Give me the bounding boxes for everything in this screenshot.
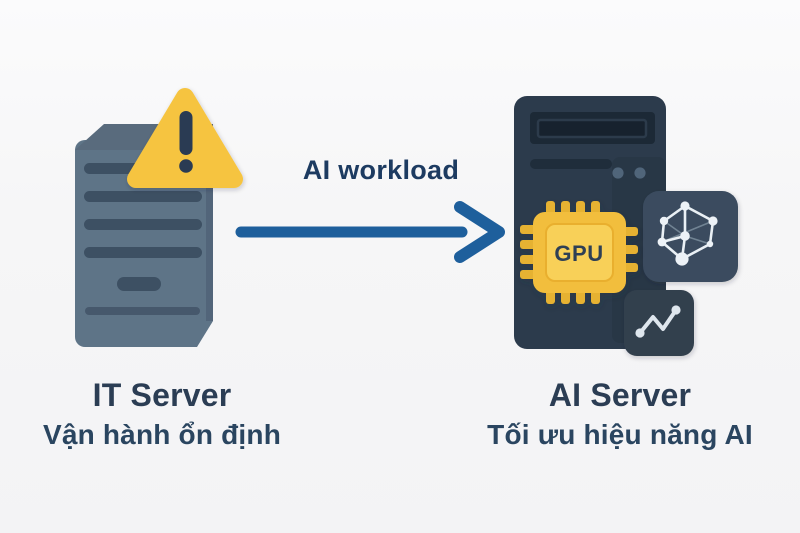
- exclamation-dot: [179, 159, 193, 173]
- chart-icon: [624, 290, 694, 356]
- drive-bay-slot: [536, 118, 648, 139]
- chart-line-start-dot: [635, 328, 645, 338]
- it-server-side-shade: [206, 150, 213, 321]
- it-server-slat: [84, 219, 202, 230]
- front-bar: [530, 159, 612, 169]
- it-server-handle: [117, 277, 161, 291]
- it-server-vent-line: [85, 307, 200, 315]
- right-server-caption: AI Server Tối ưu hiệu năng AI: [468, 376, 772, 452]
- right-server-title: AI Server: [548, 377, 692, 413]
- indicator-dot: [634, 167, 646, 179]
- arrow-head: [454, 201, 505, 263]
- gpu-label: GPU: [554, 241, 603, 266]
- network-icon: [643, 191, 738, 282]
- workload-arrow: [235, 201, 505, 263]
- arrow-label: AI workload: [302, 155, 460, 185]
- right-server-subtitle: Tối ưu hiệu năng AI: [487, 419, 753, 451]
- chart-line: [638, 308, 678, 335]
- gpu-chip-icon: GPU: [520, 201, 638, 304]
- gpu-chip-inner: [545, 223, 614, 282]
- left-server-caption: IT Server Vận hành ổn định: [10, 376, 314, 452]
- chart-line-end-dot: [671, 305, 681, 315]
- left-server-subtitle: Vận hành ổn định: [42, 419, 282, 451]
- network-card: [643, 191, 738, 282]
- indicator-dot: [612, 167, 624, 179]
- left-server-title: IT Server: [92, 377, 232, 413]
- warning-icon: [127, 88, 243, 188]
- it-server-slat: [84, 191, 202, 202]
- it-server-slat: [84, 247, 202, 258]
- exclamation-bar: [179, 111, 193, 155]
